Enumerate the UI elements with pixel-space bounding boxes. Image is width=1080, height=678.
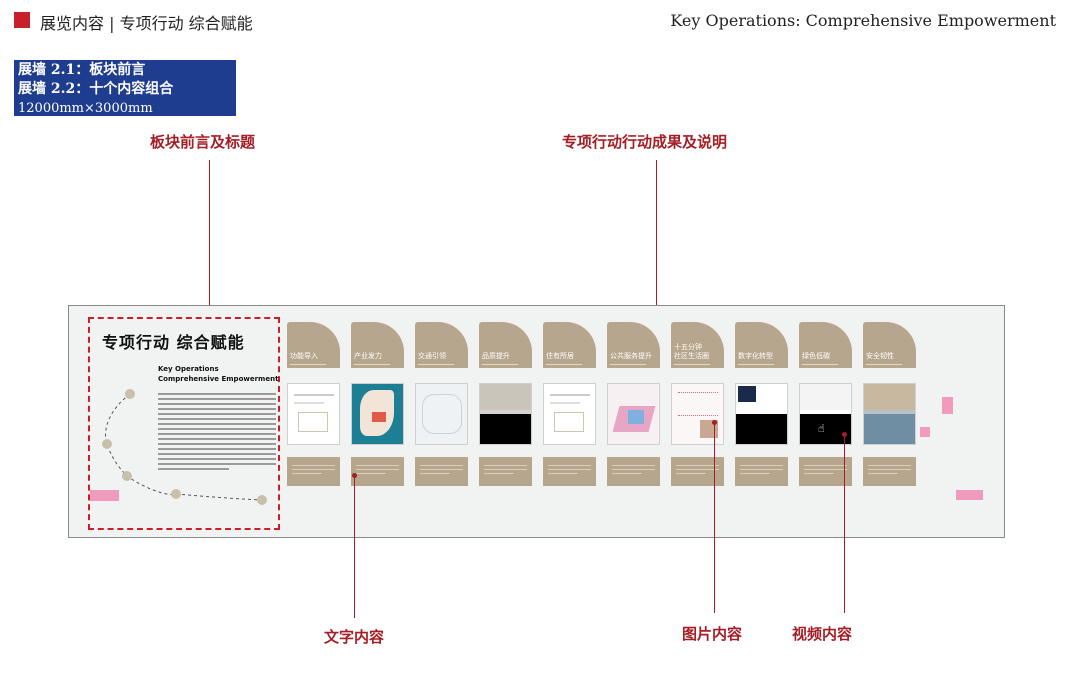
card-text-block xyxy=(671,457,724,486)
card-image xyxy=(287,383,340,445)
leader-line-image xyxy=(714,423,715,613)
card-image xyxy=(607,383,660,445)
callout-image-content: 图片内容 xyxy=(682,625,743,643)
header-left-title: 展览内容 | 专项行动 综合赋能 xyxy=(40,14,253,33)
header-right-title: Key Operations: Comprehensive Empowermen… xyxy=(670,11,1056,30)
callout-text-content: 文字内容 xyxy=(324,628,385,646)
card-label: 住有所居 xyxy=(546,352,574,360)
card-image: ☝ xyxy=(799,383,852,445)
header-accent-square xyxy=(14,12,30,28)
card-text-block xyxy=(351,457,404,486)
intro-panel: 专项行动 综合赋能 Key Operations Comprehensive E… xyxy=(88,317,280,530)
intro-body-text xyxy=(158,393,276,473)
intro-title-en-line2: Comprehensive Empowerment xyxy=(158,375,279,383)
card-header-tab: 住有所居 xyxy=(543,322,596,368)
card-image xyxy=(863,383,916,445)
video-thumbnail xyxy=(480,414,531,444)
callout-intro-title: 板块前言及标题 xyxy=(150,133,256,151)
card-label: 交通引领 xyxy=(418,352,446,360)
callout-video-content: 视频内容 xyxy=(792,625,853,643)
spec-dimensions: 12000mm×3000mm xyxy=(18,101,153,116)
leader-line-text xyxy=(354,476,355,618)
leader-dot-video xyxy=(842,432,847,437)
card-header-tab: 绿色低碳 xyxy=(799,322,852,368)
card-text-block xyxy=(799,457,852,486)
leader-line-video xyxy=(844,435,845,613)
card-image xyxy=(735,383,788,445)
video-thumbnail xyxy=(736,414,787,444)
card-label: 品质提升 xyxy=(482,352,510,360)
card-label: 公共服务提升 xyxy=(610,352,652,360)
pink-marker-right-2 xyxy=(920,427,930,437)
video-thumbnail xyxy=(800,414,851,444)
card-image xyxy=(479,383,532,445)
card-label: 安全韧性 xyxy=(866,352,894,360)
card-image xyxy=(415,383,468,445)
card-text-block xyxy=(607,457,660,486)
card-label: 功能导入 xyxy=(290,352,318,360)
intro-title-en: Key Operations Comprehensive Empowerment xyxy=(158,364,278,384)
card-label: 产业发力 xyxy=(354,352,382,360)
card-image xyxy=(543,383,596,445)
leader-dot-text xyxy=(352,473,357,478)
card-text-block xyxy=(287,457,340,486)
intro-title-en-line1: Key Operations xyxy=(158,365,219,373)
card-label: 绿色低碳 xyxy=(802,352,830,360)
pink-marker-right-1 xyxy=(942,397,953,414)
card-label: 数字化转型 xyxy=(738,352,773,360)
pink-marker-left xyxy=(90,490,119,501)
timeline-curve-graphic xyxy=(102,389,267,505)
card-text-block xyxy=(543,457,596,486)
leader-line-results xyxy=(656,160,657,312)
pink-marker-right-3 xyxy=(956,490,983,500)
spec-line-2: 展墙 2.2：十个内容组合 xyxy=(18,81,174,97)
leader-dot-image xyxy=(712,420,717,425)
spec-line-1: 展墙 2.1：板块前言 xyxy=(18,62,146,78)
leader-line-intro xyxy=(209,160,210,315)
card-image xyxy=(351,383,404,445)
cursor-icon: ☝ xyxy=(818,422,825,435)
card-text-block xyxy=(863,457,916,486)
callout-results: 专项行动行动成果及说明 xyxy=(562,133,728,151)
card-label: 十五分钟 社区生活圈 xyxy=(674,343,709,360)
card-text-block xyxy=(415,457,468,486)
card-text-block xyxy=(479,457,532,486)
card-text-block xyxy=(735,457,788,486)
card-image xyxy=(671,383,724,445)
spec-box: 展墙 2.1：板块前言 展墙 2.2：十个内容组合 12000mm×3000mm xyxy=(14,60,236,116)
intro-title: 专项行动 综合赋能 xyxy=(102,333,245,352)
card-header-tab: 品质提升 xyxy=(479,322,532,368)
